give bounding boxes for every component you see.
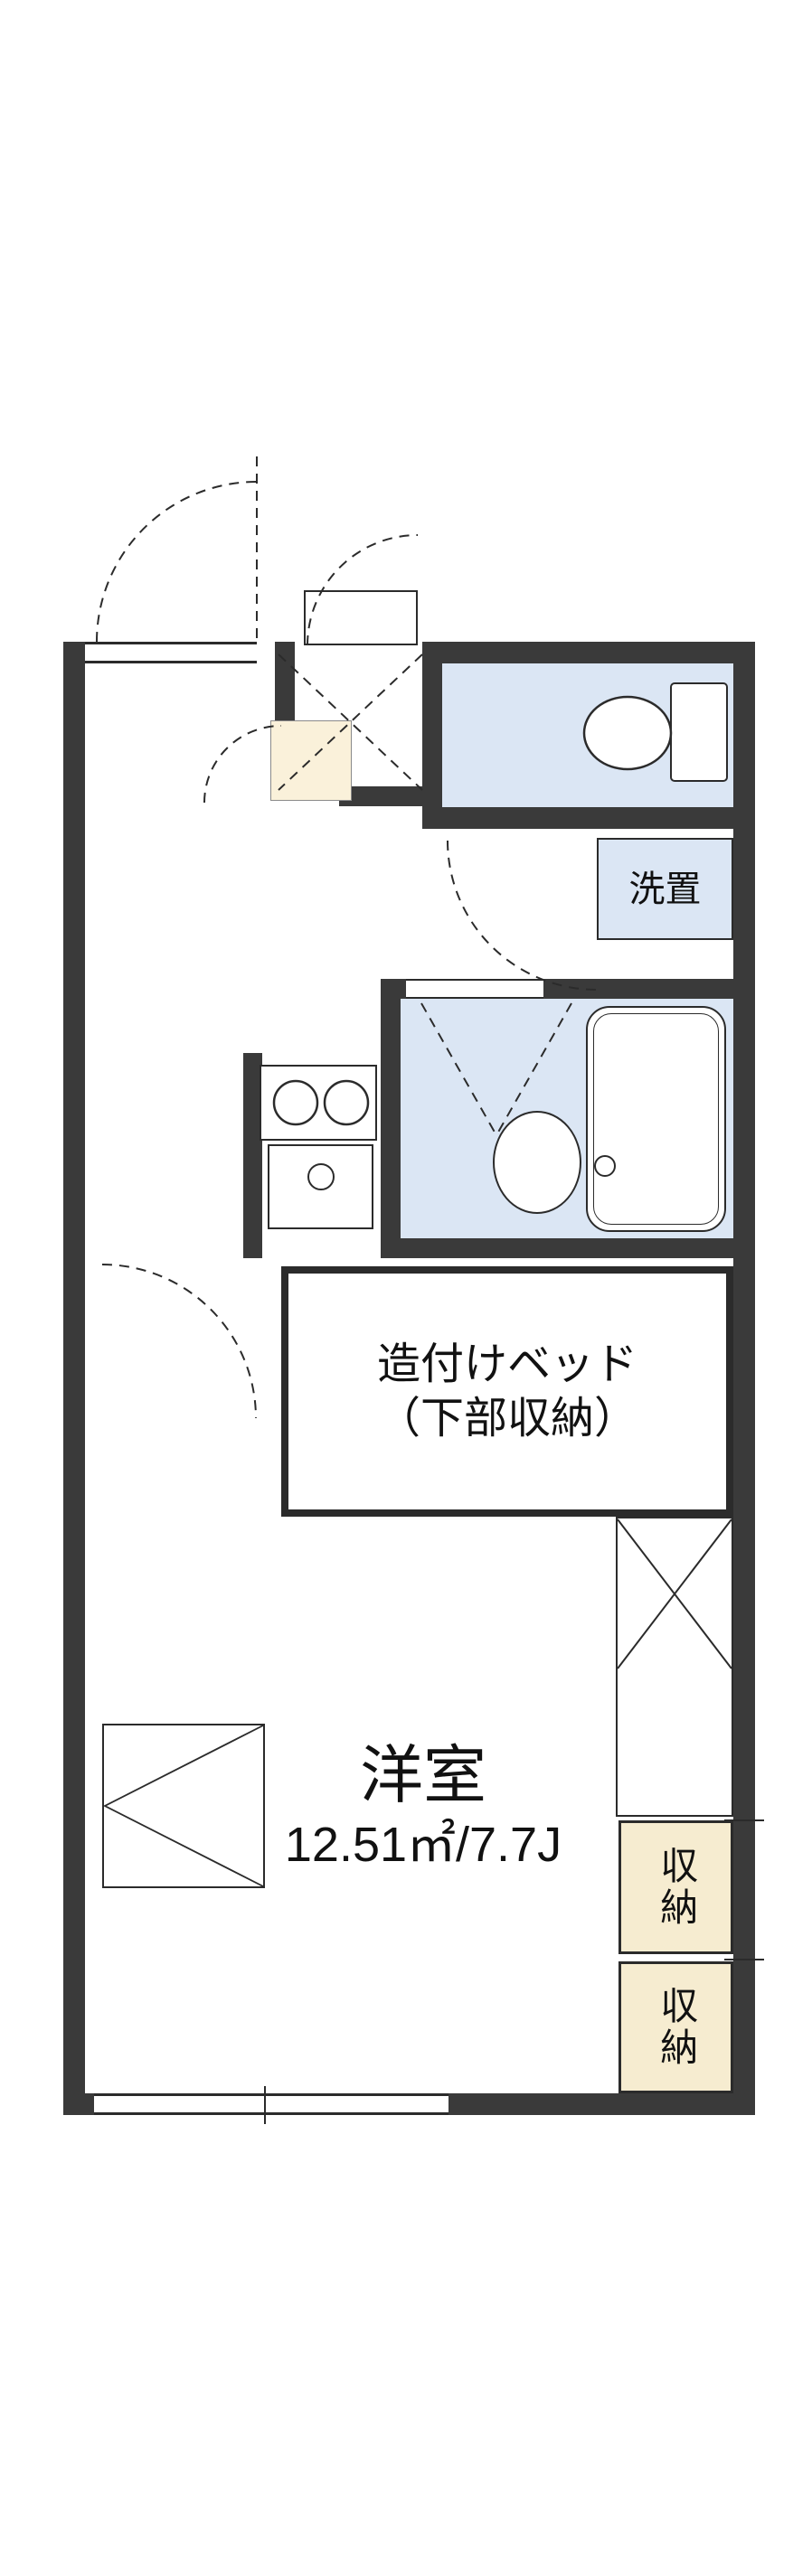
washer-label: 洗置 (628, 869, 702, 909)
bathtub-inner-line (593, 1013, 719, 1225)
entry-door-leaf-icon (304, 590, 418, 645)
toilet-bowl-icon (582, 695, 673, 771)
washer-space (597, 838, 733, 940)
built-in-bed-box (281, 1266, 733, 1517)
genkan-cross-lines (278, 653, 423, 791)
window-top-icon (85, 642, 257, 663)
wall-below-toilet (422, 807, 755, 829)
window-opening-triangle (103, 1725, 264, 1887)
bath-basin-icon (493, 1111, 581, 1214)
washroom-door-swing-arc (447, 840, 598, 991)
storage-label-top-text: 収納 (655, 1846, 698, 1929)
wall-kitchen-side (243, 1053, 262, 1258)
bathtub-drain-icon (594, 1155, 616, 1177)
bath-door-icon (406, 979, 543, 999)
room-area: 12.51㎡/7.7J (284, 1818, 562, 1873)
stove-burner-left-icon (272, 1079, 319, 1126)
wall-toilet-left (422, 642, 442, 829)
wall-bath-bottom (381, 1238, 755, 1258)
window-symbol-icon (102, 1724, 265, 1888)
wall-bath-left (381, 979, 401, 1258)
toilet-tank-icon (670, 682, 728, 782)
stove-burner-right-icon (323, 1079, 370, 1126)
bathroom-door-swing-lines (420, 1002, 572, 1136)
entry-door-swing-arc-small (307, 534, 419, 646)
genkan-door-swing-arc (203, 725, 282, 804)
room-name: 洋室 (360, 1740, 486, 1811)
wall-left (63, 642, 85, 2115)
wall-genkan-stub (275, 642, 295, 736)
wall-top (422, 642, 755, 663)
room-door-swing-arc (101, 1264, 257, 1419)
bed-label: 造付けベッド （下部収納） (281, 1266, 733, 1517)
bed-label-line1: 造付けベッド (376, 1340, 637, 1388)
closet-diagonal-box (616, 1517, 733, 1817)
sink-drain-icon (307, 1163, 335, 1190)
storage-label-top: 収納 (618, 1820, 733, 1954)
storage-label-bottom-text: 収納 (655, 1986, 698, 2069)
storage-label-bottom: 収納 (618, 1961, 733, 2093)
bed-label-line2: （下部収納） (376, 1394, 637, 1443)
bathtub-icon (586, 1006, 726, 1232)
wall-genkan-bottom (339, 786, 442, 806)
storage-box-bottom (618, 1961, 733, 2093)
closet-diagonal-lines (617, 1518, 732, 1669)
genkan-step (270, 720, 352, 801)
wall-right (733, 642, 755, 2115)
storage-box-top (618, 1820, 733, 1954)
window-bottom-icon (94, 2093, 448, 2115)
entry-door-swing-arc (96, 481, 258, 643)
